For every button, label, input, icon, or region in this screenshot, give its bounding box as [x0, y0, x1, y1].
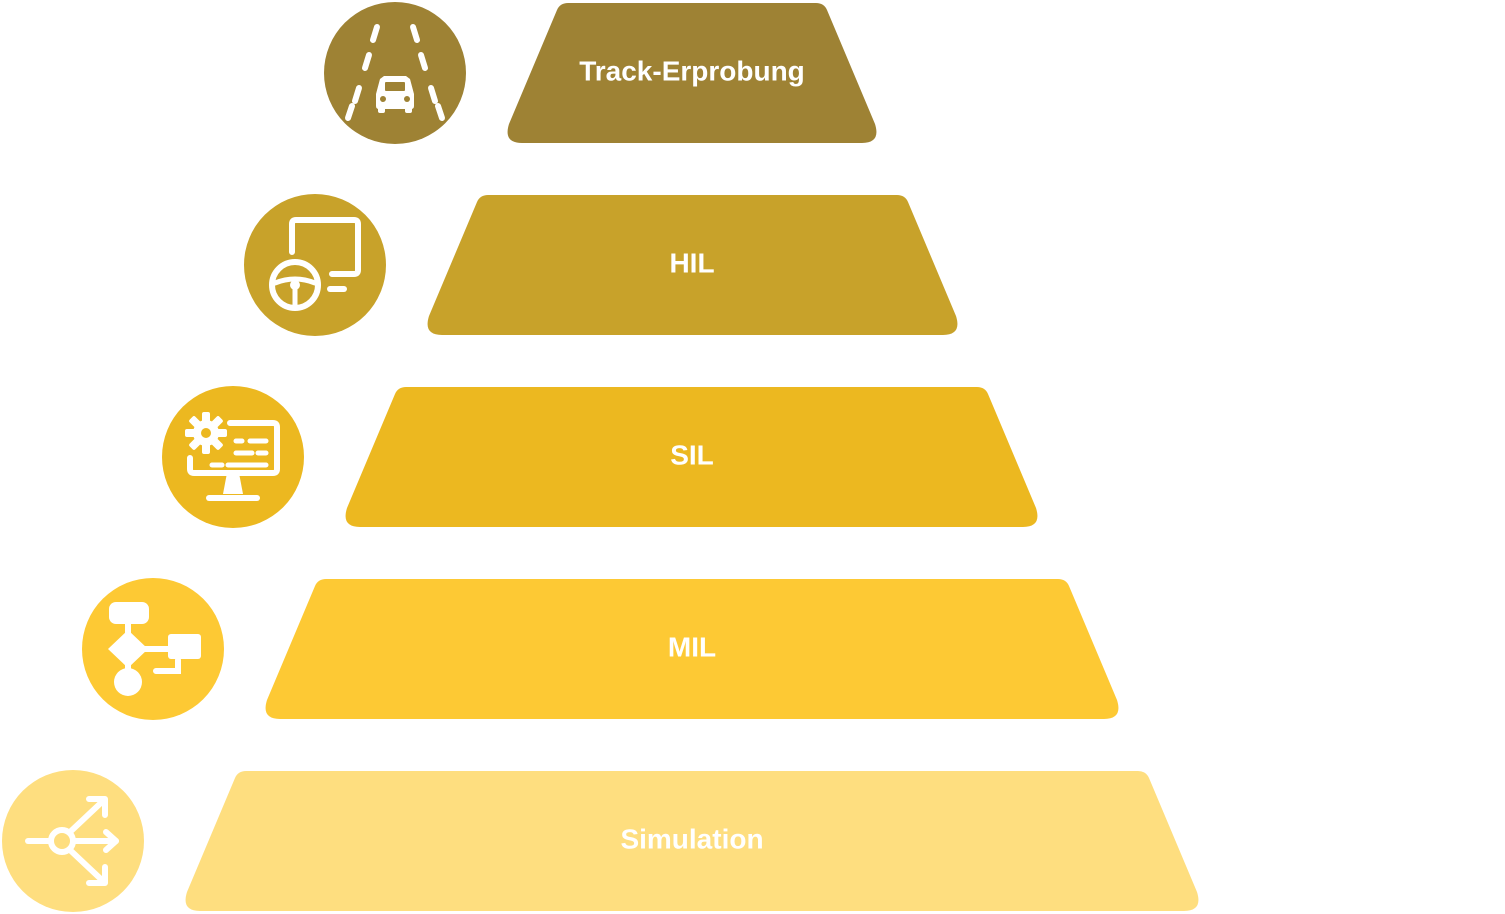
tier-simulation: Simulation	[185, 771, 1199, 911]
tier-sil: SIL	[345, 387, 1038, 527]
icon-circle-hil	[244, 194, 386, 336]
tier-shape-track-erprobung	[507, 3, 877, 143]
tier-label-sil: SIL	[670, 439, 714, 470]
tier-label-hil: HIL	[669, 247, 714, 278]
tier-track-erprobung: Track-Erprobung	[507, 3, 877, 143]
share-network-icon	[2, 770, 144, 912]
road-car-icon	[324, 2, 466, 144]
tier-mil: MIL	[265, 579, 1119, 719]
tier-shape-hil	[427, 195, 958, 335]
monitor-steering-wheel-icon	[244, 194, 386, 336]
monitor-gear-code-icon	[162, 386, 304, 528]
tier-shape-simulation	[185, 771, 1199, 911]
flowchart-icon	[82, 578, 224, 720]
tier-label-mil: MIL	[668, 631, 716, 662]
icon-circle-track	[324, 2, 466, 144]
tier-shape-mil	[265, 579, 1119, 719]
tier-hil: HIL	[427, 195, 958, 335]
tier-shape-sil	[345, 387, 1038, 527]
tier-label-track-erprobung: Track-Erprobung	[579, 55, 805, 86]
tier-label-simulation: Simulation	[620, 823, 763, 854]
icon-circle-sil	[162, 386, 304, 528]
